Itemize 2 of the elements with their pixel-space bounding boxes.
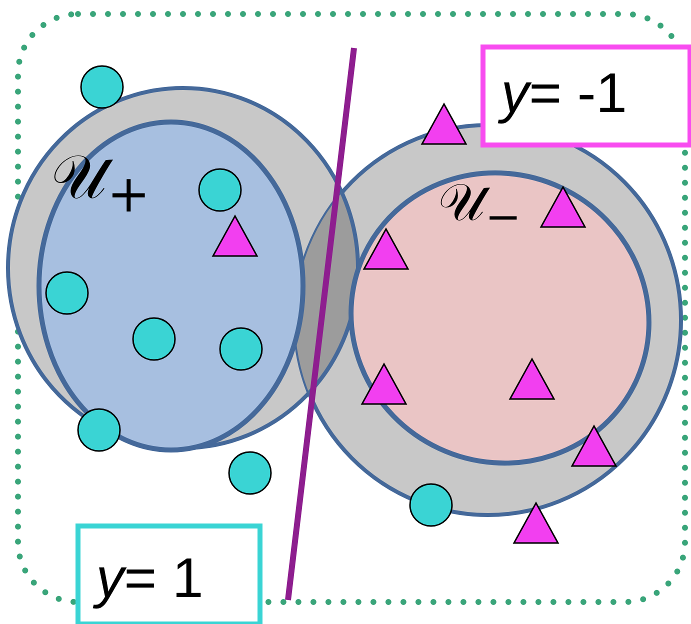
set-label: 𝒰$_{−}$ bbox=[438, 177, 522, 240]
set-label: 𝒰$_{+}$ bbox=[51, 146, 150, 222]
